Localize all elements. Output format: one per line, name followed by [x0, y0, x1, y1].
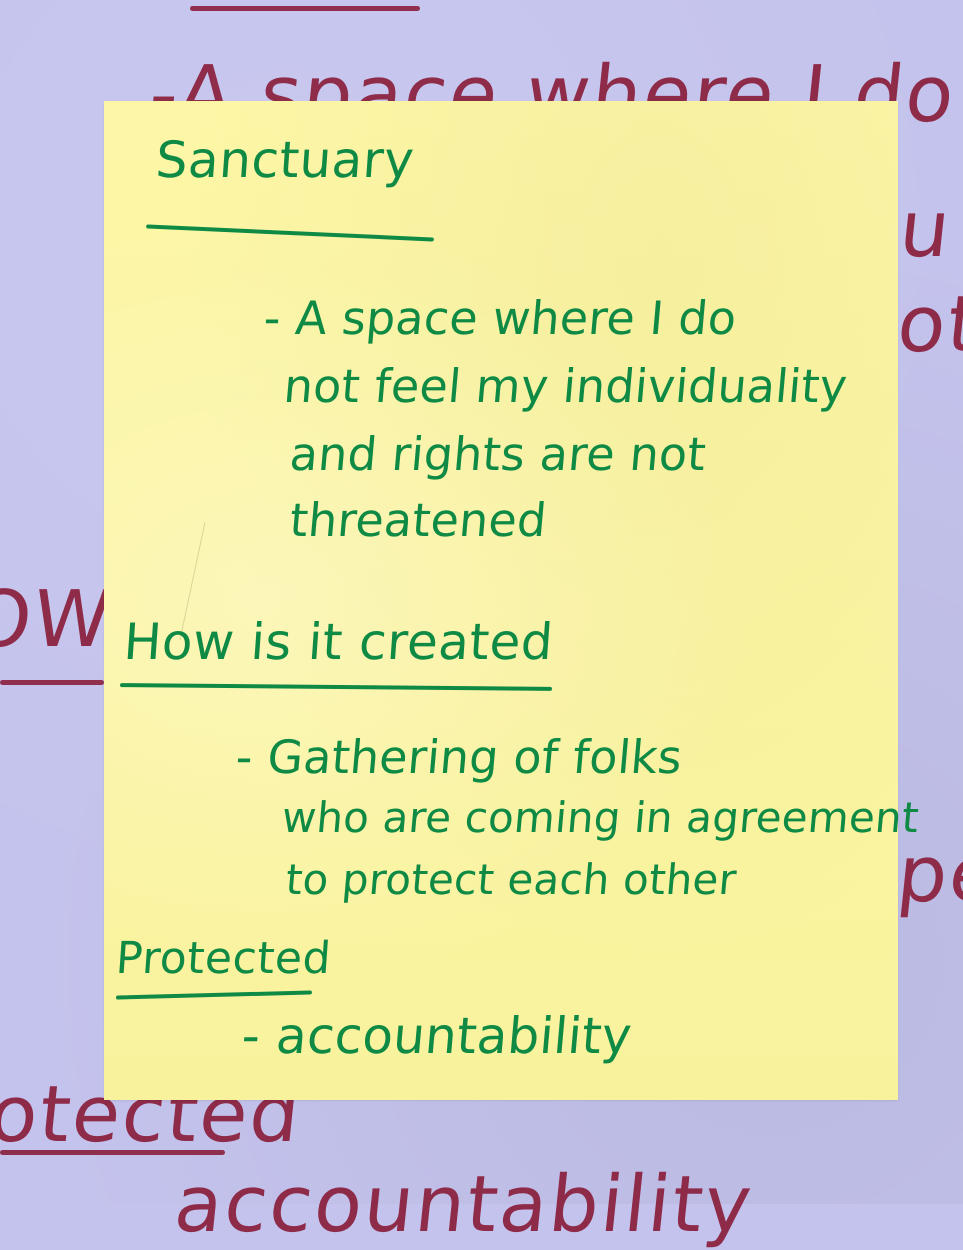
how-created-line-3: to protect each other	[283, 855, 739, 904]
background-underline-top	[190, 6, 420, 11]
heading-how-created: How is it created	[121, 613, 556, 671]
sanctuary-line-4: threatened	[287, 493, 549, 547]
sanctuary-line-1: - A space where I do	[261, 291, 739, 345]
background-text-right-2: ot	[893, 280, 963, 370]
sanctuary-line-2: not feel my individuality	[281, 359, 850, 413]
background-text-right-1: u	[895, 185, 957, 275]
heading-how-created-underline	[119, 683, 553, 691]
heading-protected: Protected	[114, 933, 333, 984]
how-created-line-2: who are coming in agreement	[279, 793, 921, 842]
background-text-bottom-2: accountability	[170, 1160, 758, 1250]
sanctuary-line-3: and rights are not	[287, 427, 709, 481]
heading-sanctuary: Sanctuary	[153, 131, 417, 189]
protected-item: - accountability	[239, 1007, 635, 1065]
heading-protected-underline	[115, 990, 313, 1000]
background-underline-bottom	[0, 1150, 225, 1155]
how-created-line-1: - Gathering of folks	[233, 730, 685, 784]
background-underline-left	[0, 680, 104, 685]
heading-sanctuary-underline	[146, 224, 434, 242]
sticky-note: Sanctuary - A space where I do not feel …	[104, 101, 921, 1100]
background-text-left: OW	[0, 575, 118, 665]
